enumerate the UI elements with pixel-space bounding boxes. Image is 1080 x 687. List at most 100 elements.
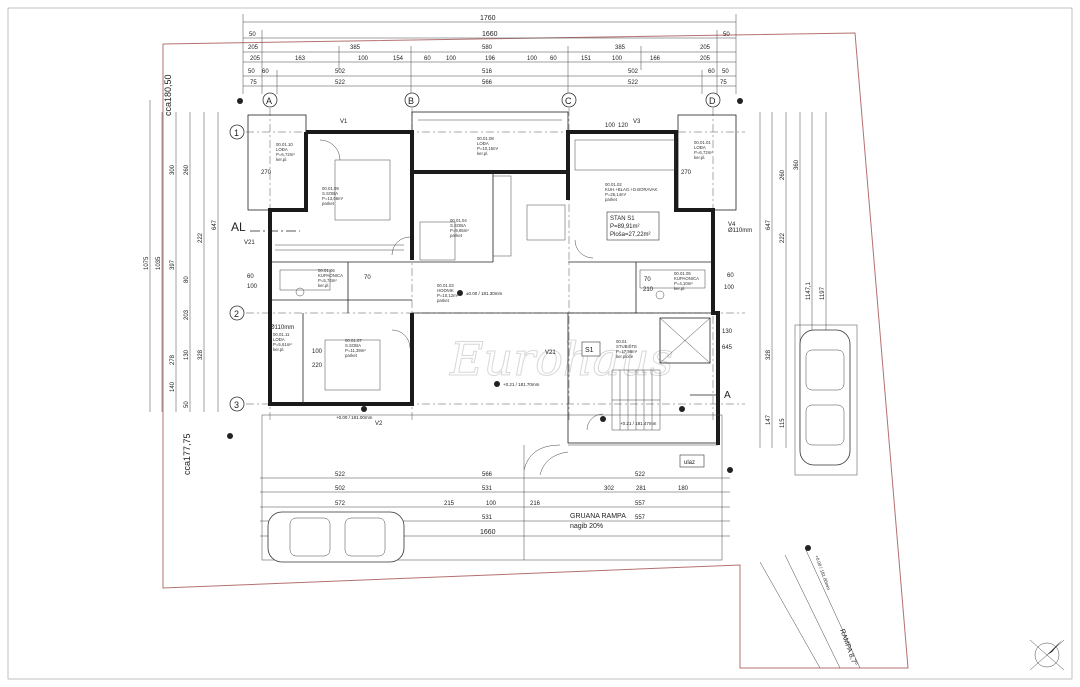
level-marker-icon [727, 467, 733, 473]
bathtub-icon [279, 269, 331, 291]
dim-left: 203 [184, 309, 190, 320]
dim-left: 300 [170, 164, 176, 175]
dim-bottom: 302 [604, 486, 615, 492]
level-bottom-left: cca177,75 [182, 433, 192, 475]
opening-dim: 70 [364, 275, 371, 281]
apartment-title: STAN S1 [610, 216, 635, 222]
opening-dim: 220 [312, 363, 323, 369]
door-label: V3 [633, 119, 641, 125]
left-dimension-chains: 1075 1035 647 300 260 222 397 80 203 278… [144, 100, 219, 412]
dim-left: 647 [212, 219, 218, 230]
sheet-frame [7, 7, 1073, 680]
dim-top-row5-2: 502 [335, 69, 346, 75]
dim-left: 1035 [156, 256, 162, 270]
axis-col-d: D [709, 96, 716, 106]
dim-left: 397 [170, 259, 176, 270]
dim-bottom: 281 [636, 486, 647, 492]
stair-s1-tag: S1 [585, 347, 594, 354]
dim-bottom-total: 1660 [480, 529, 496, 536]
dim-top-row2-a: 50 [249, 32, 256, 38]
dim-top-row5-1: 60 [262, 69, 269, 75]
dim-top-row4-9: 151 [581, 56, 592, 62]
dim-left: 80 [184, 276, 190, 283]
level-markers: cca180,50 cca177,75 ±0.00 / 181.30mm +0.… [163, 74, 743, 475]
level-marker-icon [457, 290, 463, 296]
dim-top-row5-6: 50 [722, 69, 729, 75]
dim-top-row4-5: 100 [446, 56, 457, 62]
dim-top-row4-10: 100 [612, 56, 623, 62]
dim-left: 50 [184, 401, 190, 408]
dim-bottom: 522 [635, 472, 646, 478]
level-marker-icon [494, 381, 500, 387]
dim-bottom: 531 [482, 515, 493, 521]
level-south: +0.00 / 181.00mm [336, 415, 373, 420]
dim-top-row5-0: 50 [248, 69, 255, 75]
dim-top-row4-1: 163 [295, 56, 306, 62]
axis-col-a: A [266, 96, 272, 106]
dim-top-row5-3: 516 [482, 69, 493, 75]
axis-row-2: 2 [234, 309, 239, 319]
dim-bottom: 215 [444, 501, 455, 507]
stair-treads [611, 369, 661, 431]
dim-right: 1147,1 [806, 281, 812, 300]
dim-top-row2-b: 1660 [482, 31, 498, 38]
shower-icon [639, 269, 706, 289]
apartment-area: P=89,91m² [610, 224, 640, 230]
dim-left: 278 [170, 354, 176, 365]
dim-left: 328 [198, 349, 204, 360]
dim-bottom: 100 [486, 501, 497, 507]
bed-icon [419, 221, 456, 261]
apartment-plot: Ploša=27,22m² [610, 232, 651, 238]
level-marker-icon [679, 406, 685, 412]
dim-top-row5-4: 502 [628, 69, 639, 75]
section-al-label: AL [231, 220, 246, 234]
top-dimension-chains: 1760 50 1660 50 205 385 580 385 205 205 … [242, 14, 737, 94]
dim-top-row4-0: 205 [250, 56, 261, 62]
entrance-label: ulaz [684, 460, 695, 466]
dim-total-width: 1760 [480, 15, 496, 22]
opening-dim: 270 [261, 170, 272, 176]
opening-dim: 120 [618, 123, 629, 129]
watermark: Eurohaus [449, 332, 673, 386]
axis-row-3: 3 [234, 400, 239, 410]
dim-left: 130 [184, 349, 190, 360]
ramp-slope: nagib 20% [570, 523, 603, 530]
dim-top-row4-11: 166 [650, 56, 661, 62]
building-walls [247, 111, 737, 445]
dim-top-row3-c: 580 [482, 45, 493, 51]
car-icon [267, 511, 405, 563]
dim-top-row2-c: 50 [723, 32, 730, 38]
dim-top-row4-12: 205 [700, 56, 711, 62]
opening-dim: 645 [722, 345, 733, 351]
opening-dim: 210 [643, 287, 654, 293]
dim-right: 222 [780, 232, 786, 243]
dim-bottom: 531 [482, 486, 493, 492]
dim-top-row4-4: 60 [424, 56, 431, 62]
section-a-label: A [724, 390, 731, 401]
opening-dim: 60 [727, 273, 734, 279]
plot-boundary [162, 32, 909, 669]
axis-row-1: 1 [234, 128, 239, 138]
dim-right: 147 [766, 414, 772, 425]
dim-top-row3-d: 385 [615, 45, 626, 51]
door-label: V4 [728, 222, 736, 228]
dim-top-row3-e: 205 [700, 45, 711, 51]
car-icon [799, 329, 851, 466]
opening-dim: 70 [644, 277, 651, 283]
dim-bottom: 180 [678, 486, 689, 492]
opening-dim: 100 [247, 284, 258, 290]
dim-top-row3-a: 205 [248, 45, 259, 51]
dim-left: 140 [170, 381, 176, 392]
ramp-title: GRUANA RAMPA [570, 513, 626, 520]
dim-top-row6-3: 522 [628, 80, 639, 86]
